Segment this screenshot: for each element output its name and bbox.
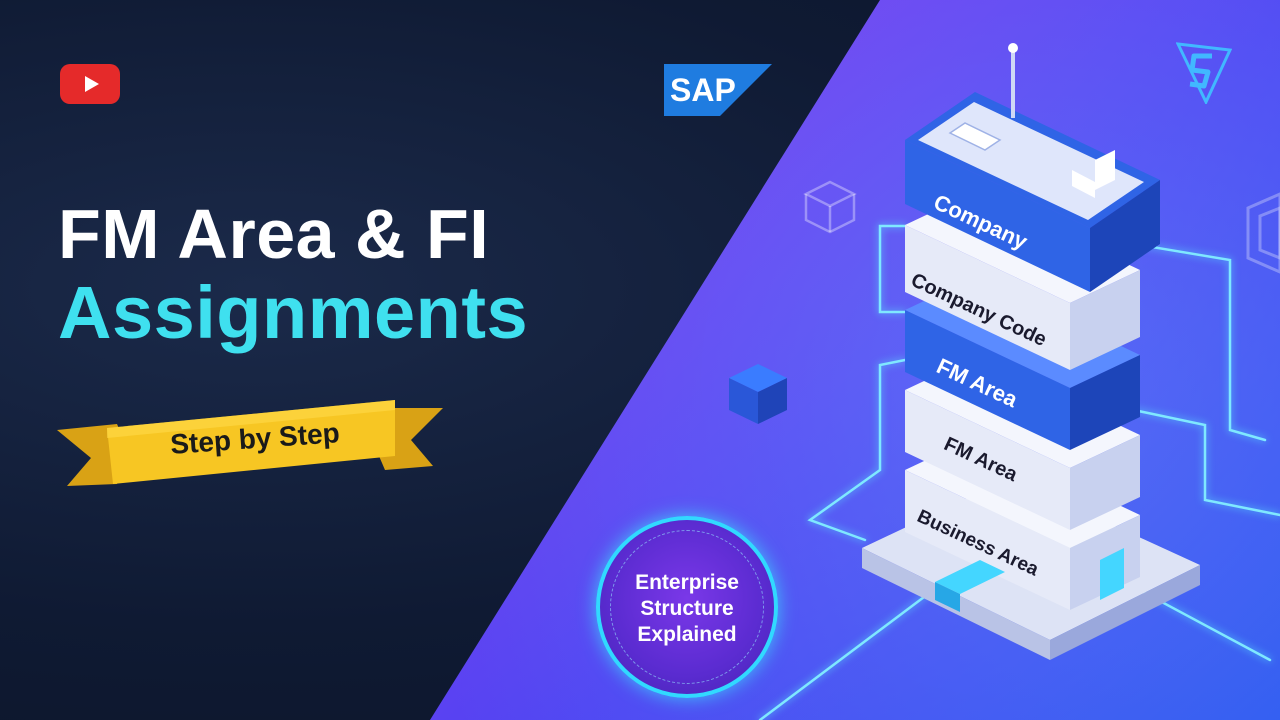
enterprise-structure-badge: Enterprise Structure Explained [596, 516, 778, 698]
title-line-1: FM Area & FI [58, 195, 490, 273]
box-icon [803, 180, 857, 234]
sap-logo: SAP [664, 64, 772, 116]
badge-text: Enterprise Structure Explained [600, 570, 774, 648]
badge-line-3: Explained [637, 623, 737, 646]
badge-line-2: Structure [640, 597, 734, 620]
sap-logo-text: SAP [670, 72, 736, 108]
tower-layer-1 [905, 43, 1160, 292]
page-title: FM Area & FI Assignments [58, 196, 528, 354]
hexagon-icon [1246, 192, 1280, 274]
title-line-2: Assignments [58, 271, 529, 354]
badge-line-1: Enterprise [635, 571, 739, 594]
step-ribbon [57, 400, 443, 486]
brand-logo-icon [1176, 42, 1232, 104]
badge-inner-ring [610, 530, 764, 684]
cube-icon [729, 364, 787, 424]
tower-entrance [935, 560, 1005, 612]
youtube-icon [60, 64, 120, 104]
